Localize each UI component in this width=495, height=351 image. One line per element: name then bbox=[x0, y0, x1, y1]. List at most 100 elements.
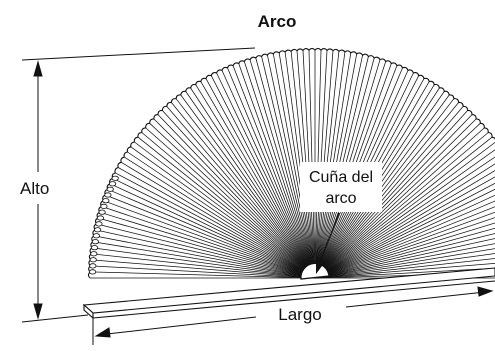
pleat-line bbox=[267, 55, 316, 279]
pleat-line bbox=[185, 91, 316, 279]
width-label: Largo bbox=[278, 305, 321, 324]
pleat-line bbox=[314, 114, 473, 279]
height-dimension bbox=[21, 47, 256, 323]
wedge-leader-line bbox=[319, 212, 340, 263]
pleat-line bbox=[221, 70, 316, 279]
pleat-line bbox=[314, 182, 495, 279]
pleat-line bbox=[314, 243, 495, 279]
pleat-fold bbox=[106, 186, 114, 192]
arch-scalloped-edge bbox=[87, 47, 495, 279]
pleat-line bbox=[314, 136, 493, 279]
diagram-title: Arco bbox=[258, 12, 297, 31]
base-rail-front bbox=[92, 280, 495, 319]
pleat-line bbox=[314, 233, 495, 279]
pleat-fold bbox=[100, 203, 108, 209]
pleat-line bbox=[105, 194, 316, 279]
pleat-fold bbox=[104, 192, 112, 198]
pleat-line bbox=[314, 188, 495, 279]
pleat-line bbox=[314, 118, 477, 279]
width-arrow-right bbox=[477, 286, 494, 297]
pleat-line bbox=[90, 259, 316, 279]
pleat-line bbox=[141, 132, 316, 279]
pleat-fold bbox=[98, 209, 106, 215]
wedge-callout: Cuña del arco bbox=[300, 162, 382, 274]
pleat-line bbox=[171, 102, 316, 279]
height-arrow-bottom bbox=[33, 303, 43, 320]
pleat-line bbox=[261, 56, 316, 279]
pleat-line bbox=[99, 211, 316, 279]
pleat-line bbox=[243, 61, 316, 279]
pleat-line bbox=[272, 53, 316, 279]
pleat-line bbox=[109, 183, 316, 279]
pleat-fold bbox=[90, 251, 98, 257]
height-arrow-top bbox=[33, 60, 43, 77]
pleat-line bbox=[314, 206, 495, 279]
pleat-fold bbox=[96, 215, 105, 221]
pleat-line bbox=[255, 57, 316, 279]
pleat-line bbox=[162, 110, 316, 279]
pleat-line bbox=[145, 127, 316, 279]
pleat-line bbox=[314, 176, 495, 279]
pleat-line bbox=[314, 127, 485, 279]
pleat-line bbox=[101, 206, 316, 279]
pleat-line bbox=[137, 136, 316, 279]
pleat-line bbox=[314, 253, 495, 279]
pleat-line bbox=[314, 238, 495, 279]
pleat-line bbox=[180, 94, 316, 279]
pleat-line bbox=[91, 247, 316, 279]
wedge-label-line1: Cuña del bbox=[309, 169, 373, 186]
pleat-fold bbox=[89, 269, 97, 275]
pleat-line bbox=[90, 271, 316, 279]
width-arrow-left bbox=[94, 327, 111, 338]
pleat-line bbox=[314, 194, 495, 279]
pleat-line bbox=[314, 258, 495, 279]
pleat-fold bbox=[109, 181, 117, 187]
pleat-line bbox=[314, 106, 464, 279]
pleat-line bbox=[195, 84, 316, 279]
pleat-fold bbox=[91, 239, 100, 245]
pleat-line bbox=[92, 241, 316, 279]
wedge-callout-box bbox=[300, 162, 382, 212]
pleat-line bbox=[314, 248, 495, 279]
pleat-line bbox=[95, 229, 316, 279]
pleat-line bbox=[149, 123, 316, 279]
pleat-line bbox=[216, 72, 316, 279]
pleat-line bbox=[91, 253, 316, 279]
width-line-right bbox=[345, 291, 486, 308]
pleat-fold bbox=[111, 175, 119, 181]
pleat-line bbox=[238, 63, 316, 279]
pleat-line bbox=[314, 156, 495, 279]
pleat-line bbox=[103, 200, 316, 279]
pleat-line bbox=[314, 110, 468, 279]
pleat-line bbox=[278, 52, 316, 279]
pleat-fold bbox=[89, 263, 97, 269]
pleat-line bbox=[96, 223, 316, 279]
pleat-line bbox=[314, 123, 481, 279]
pleat-line bbox=[314, 98, 455, 279]
pleat-line bbox=[314, 163, 495, 279]
pleat-line bbox=[134, 141, 316, 279]
pleat-fold bbox=[95, 221, 103, 227]
wedge-leader-arrow bbox=[316, 258, 325, 274]
pleat-fold bbox=[89, 257, 97, 263]
pleat-fold bbox=[94, 227, 102, 233]
pleat-line bbox=[249, 59, 316, 279]
height-extension-bottom bbox=[21, 314, 89, 323]
height-extension-top bbox=[21, 47, 256, 61]
pleat-line bbox=[153, 118, 316, 279]
pleat-line bbox=[232, 65, 316, 279]
pleat-line bbox=[200, 81, 316, 279]
width-dimension bbox=[92, 286, 494, 345]
pleat-line bbox=[314, 211, 495, 279]
pleat-line bbox=[227, 67, 316, 279]
pleat-line bbox=[314, 200, 495, 279]
pleat-line bbox=[175, 98, 316, 279]
pleat-line bbox=[314, 170, 495, 279]
pleat-line bbox=[130, 146, 316, 279]
pleat-line bbox=[314, 227, 495, 279]
pleat-line bbox=[90, 265, 316, 279]
height-label: Alto bbox=[20, 179, 49, 198]
pleat-line bbox=[314, 149, 495, 279]
pleat-line bbox=[166, 106, 316, 279]
